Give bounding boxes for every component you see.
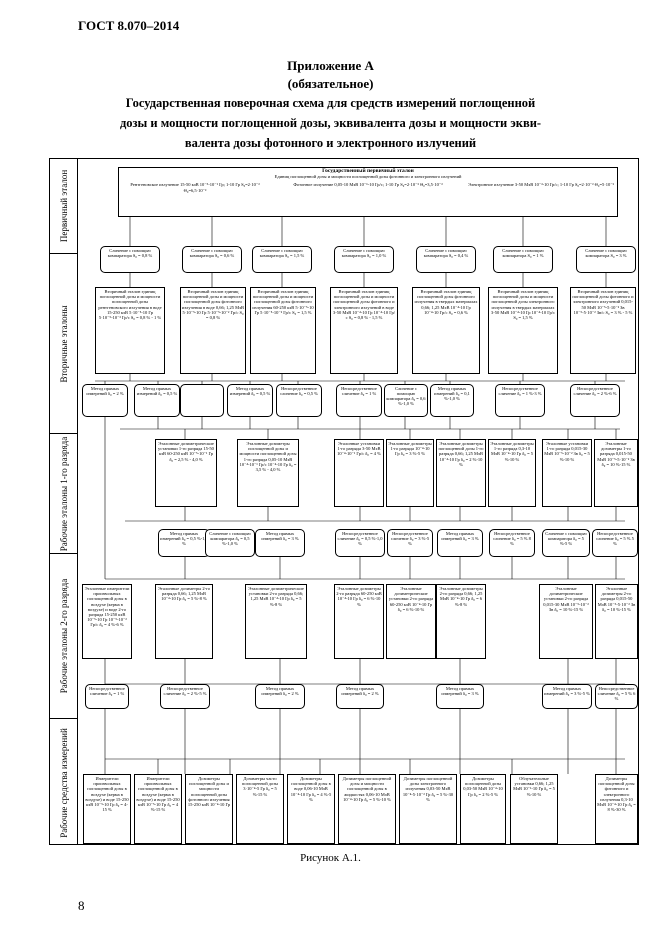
comparator-1: Сличение с помощью компаратора S₀ = 0,8 …	[100, 246, 160, 273]
work1-standard-3: Эталонные установки 1-го разряда 3-50 Мэ…	[334, 439, 384, 507]
secondary-standard-4: Вторичный эталон единиц поглощенной дозы…	[330, 287, 398, 374]
method-3-1: Непосредственное сличение δ₀ = 1 %	[85, 684, 129, 709]
method-1-5: Непосредственное сличение δ₀ = 0,5 %	[276, 384, 322, 417]
document-header: ГОСТ 8.070–2014	[78, 18, 180, 33]
comparator-2: Сличение с помощью компаратора S₀ = 0,6 …	[182, 246, 242, 273]
work1-standard-4: Эталонные дозиметры 1-го разряда 10⁻⁴-10…	[386, 439, 434, 507]
method-3-5: Метод прямых измерений δ₀ = 3 %	[436, 684, 484, 709]
instrument-1: Измерители произвольных поглощенной дозы…	[83, 774, 131, 844]
method-2-6: Метод прямых измерений δ₀ = 3 %	[437, 529, 483, 557]
scheme-title-line-3: валента дозы фотонного и электронного из…	[184, 136, 477, 150]
comparator-4: Сличение с помощью компаратора S₀ = 1,0 …	[334, 246, 394, 273]
method-2-8: Сличение с помощью компаратора δ₀ = 5 %-…	[542, 529, 590, 557]
work2-standard-4: Эталонные дозиметры 2-го разряда 60-250 …	[334, 584, 384, 659]
work2-standard-7: Эталонные дозиметрические установки 2-го…	[539, 584, 593, 659]
verification-scheme: Первичный эталон Вторичные эталоны Рабоч…	[49, 158, 639, 845]
row-label-lane	[50, 159, 78, 844]
work2-standard-6: Эталонные дозиметры 2-го разряда 0,66; 1…	[436, 584, 486, 659]
instrument-4: Дозиметры часто поглощенной дозы 3·10⁻⁴-…	[236, 774, 284, 844]
instrument-3: Дозиметры поглощенной дозы и мощности по…	[185, 774, 233, 844]
method-3-4: Метод прямых измерений δ₀ = 2 %	[336, 684, 384, 709]
instrument-10: Дозиметры поглощенной дозы фотонного и э…	[595, 774, 638, 844]
primary-column-photon: Фотонное излучение 0,05-10 МэВ 10⁻⁶-10 Г…	[293, 182, 443, 188]
appendix-title: Приложение А	[287, 58, 374, 73]
primary-column-electron: Электронное излучение 3-50 МэВ 10⁻³-10 Г…	[467, 182, 614, 188]
method-3-2: Непосредственное сличение δ₀ = 2 %-5 %	[160, 684, 210, 709]
instrument-6: Дозиметры поглощенной дозы и мощности по…	[338, 774, 396, 844]
method-2-2: Сличение с помощью компаратора δ₀ = 0,5 …	[205, 529, 255, 557]
secondary-standard-5: Вторичный эталон единиц поглощенной дозы…	[412, 287, 480, 374]
appendix-status: (обязательное)	[287, 76, 374, 91]
comparator-5: Сличение с помощью компаратора S₀ = 0,4 …	[416, 246, 476, 273]
method-2-3: Метод прямых измерений δ₀ = 3 %	[255, 529, 305, 557]
work1-standard-7: Эталонные установки 1-го разряда 0,015-3…	[542, 439, 592, 507]
work1-standard-2: Эталонные дозиметры поглощенной дозы и м…	[237, 439, 299, 507]
scheme-title-line-2: дозы и мощности поглощенной дозы, эквива…	[119, 116, 542, 130]
method-2-5: Непосредственное сличение δ₀ = 3 %-5 %	[387, 529, 433, 557]
primary-standard-title: Государственный первичный эталон	[322, 168, 414, 174]
method-1-1: Метод прямых измерений δ₀ = 2 %	[82, 384, 128, 417]
instrument-9: Облучательные установки 0,66; 1,25 МэВ 1…	[510, 774, 558, 844]
work1-standard-8: Эталонные дозиметры 1-го разряда 0,015-5…	[594, 439, 638, 507]
instrument-7: Дозиметры поглощенной дозы электронного …	[399, 774, 457, 844]
instrument-8: Дозиметры поглощенной дозы 0,03-50 МэВ 1…	[460, 774, 506, 844]
row-label-work1: Рабочие эталоны 1-го разряда	[50, 434, 77, 554]
method-2-1: Метод прямых измерений δ₀ = 0,5 %-1,0 %	[158, 529, 210, 557]
method-1-4: Метод прямых измерений δ₀ = 0,5 %	[227, 384, 273, 417]
method-1-8: Метод прямых измерений δ₀ = 0,1 %-1,0 %	[430, 384, 474, 417]
primary-standard-subtitle: Единиц поглощенной дозы и мощности погло…	[274, 174, 462, 180]
method-1-2: Метод прямых измерений δ₀ = 0,5 %	[134, 384, 180, 417]
work2-standard-8: Эталонные дозиметры 2-го разряда 0,015-5…	[595, 584, 638, 659]
row-label-work2: Рабочие эталоны 2-го разряда	[50, 554, 77, 719]
secondary-standard-1: Вторичный эталон единиц поглощенной дозы…	[95, 287, 165, 374]
comparator-6: Сличение с помощью компаратора S₀ = 1 %	[493, 246, 553, 273]
scheme-title-line-1: Государственная поверочная схема для сре…	[125, 96, 536, 110]
primary-column-xray: Рентгеновское излучение 15-50 кэВ 10⁻⁵-1…	[130, 182, 260, 193]
method-1-3	[180, 384, 224, 417]
secondary-standard-6: Вторичный эталон единиц поглощенной дозы…	[488, 287, 558, 374]
work1-standard-6: Эталонные дозиметры 1-го разряда 0,3-10 …	[488, 439, 536, 507]
method-3-6: Метод прямых измерений δ₀ = 3 %-5 %	[542, 684, 592, 709]
secondary-standard-3: Вторичный эталон единиц поглощенной дозы…	[250, 287, 316, 374]
method-2-7: Непосредственное сличение δ₀ = 5 % 8 %	[489, 529, 535, 557]
method-3-3: Метод прямых измерений δ₀ = 2 %	[255, 684, 305, 709]
method-1-9: Непосредственное сличение δ₀ = 1 %-3 %	[495, 384, 545, 417]
method-2-4: Непосредственное сличение δ₀ = 0,5 %-1,0…	[335, 529, 385, 557]
comparator-3: Сличение с помощью компаратора S₀ = 1,5 …	[252, 246, 312, 273]
method-3-7: Непосредственное сличение δ₀ = 5 % 6 %	[595, 684, 638, 709]
instrument-5: Дозиметры поглощенной дозы в воде 0,06-1…	[287, 774, 335, 844]
work1-standard-1: Эталонные дозиметрические установки 1-го…	[155, 439, 217, 507]
row-label-primary: Первичный эталон	[50, 159, 77, 254]
work2-standard-1: Эталонные измерители произвольных поглощ…	[82, 584, 132, 659]
work2-standard-2: Эталонные дозиметры 2-го разряда 0,66; 1…	[155, 584, 213, 659]
primary-standard: Государственный первичный эталон Единиц …	[118, 167, 618, 217]
page-number: 8	[78, 898, 85, 913]
work2-standard-3: Эталонные дозиметрические установки 2-го…	[245, 584, 307, 659]
method-1-6: Непосредственное сличение δ₀ = 1 %	[336, 384, 382, 417]
comparator-7: Сличение с помощью компаратора S₀ = 3 %	[576, 246, 636, 273]
method-2-9: Непосредственное сличение δ₀ = 5 % 5 %	[592, 529, 638, 557]
work2-standard-5: Эталонные дозиметрические установки 2-го…	[386, 584, 436, 659]
secondary-standard-7: Вторичный эталон единиц поглощенной дозы…	[570, 287, 636, 374]
method-1-7: Сличение с помощью компаратора δ₀ = 0,6 …	[384, 384, 428, 417]
figure-caption: Рисунок А.1.	[300, 852, 361, 864]
secondary-standard-2: Вторичный эталон единиц поглощенной дозы…	[180, 287, 246, 374]
instrument-2: Измерители произвольных поглощенной дозы…	[134, 774, 182, 844]
work1-standard-5: Эталонные дозиметры поглощенной дозы 1-г…	[436, 439, 486, 507]
method-1-10: Непосредственное сличение δ₀ = 2 %-6 %	[570, 384, 620, 417]
row-label-secondary: Вторичные эталоны	[50, 254, 77, 434]
